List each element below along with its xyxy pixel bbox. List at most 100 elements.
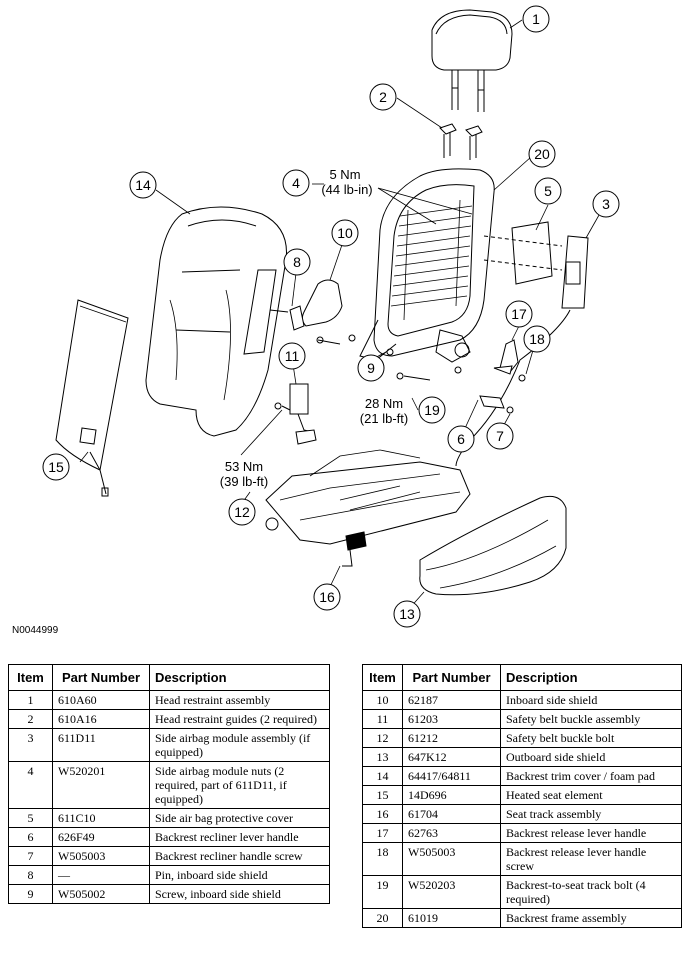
item-cell: 11 [362,709,403,729]
part-number-cell: 647K12 [402,747,501,767]
callout-3: 3 [592,190,620,218]
callout-16: 16 [313,583,341,611]
part-number-cell: 610A60 [52,690,150,710]
description-cell: Side air bag protective cover [149,808,330,828]
description-cell: Backrest frame assembly [500,908,682,928]
svg-text:20: 20 [534,146,550,162]
outboard-side-shield [419,495,567,596]
torque-labels: 5 Nm (44 lb-in) 28 Nm (21 lb-ft) 53 Nm (… [220,167,408,489]
svg-text:1: 1 [532,11,540,27]
exploded-seat-diagram: 1 2 3 4 5 6 7 8 9 10 11 12 13 14 15 16 1… [42,5,620,628]
description-cell: Backrest recliner handle screw [149,846,330,866]
part-number-cell: — [52,865,150,885]
part-number-cell: W505003 [52,846,150,866]
safety-belt-buckle [274,383,317,445]
description-cell: Backrest release lever handle screw [500,842,682,876]
part-number-cell: W520201 [52,761,150,809]
callout-13: 13 [393,600,421,628]
part-number-cell: 611C10 [52,808,150,828]
description-cell: Safety belt buckle assembly [500,709,682,729]
svg-text:3: 3 [602,196,610,212]
head-restraint-guides [439,123,483,160]
callout-6: 6 [447,425,475,453]
callout-7: 7 [486,422,514,450]
callout-19: 19 [418,396,446,424]
part-number-cell: W505003 [402,842,501,876]
item-cell: 12 [362,728,403,748]
item-cell: 19 [362,875,403,909]
callout-9: 9 [357,354,385,382]
svg-text:2: 2 [379,89,387,105]
torque-4-lbin: (44 lb-in) [321,182,372,197]
item-cell: 16 [362,804,403,824]
item-cell: 17 [362,823,403,843]
description-cell: Head restraint guides (2 required) [149,709,330,729]
svg-text:15: 15 [48,459,64,475]
svg-text:11: 11 [285,348,300,364]
header-part-number: Part Number [52,664,150,691]
description-cell: Safety belt buckle bolt [500,728,682,748]
description-cell: Outboard side shield [500,747,682,767]
description-cell: Screw, inboard side shield [149,884,330,904]
header-description: Description [500,664,682,691]
inboard-side-shield [269,279,343,331]
part-number-cell: 626F49 [52,827,150,847]
header-description: Description [149,664,330,691]
side-airbag-module [455,235,589,467]
callout-1: 1 [522,5,550,33]
table-row: 8—Pin, inboard side shield [8,865,330,885]
fasteners [316,334,462,381]
backrest-frame [359,168,495,363]
header-item: Item [362,664,403,691]
item-cell: 4 [8,761,53,809]
callout-17: 17 [505,300,533,328]
callout-2: 2 [369,83,397,111]
description-cell: Head restraint assembly [149,690,330,710]
torque-19-lbft: (21 lb-ft) [360,411,408,426]
svg-text:16: 16 [319,589,335,605]
svg-text:12: 12 [234,504,250,520]
description-cell: Backrest-to-seat track bolt (4 required) [500,875,682,909]
item-cell: 1 [8,690,53,710]
seat-track-assembly [265,449,471,567]
svg-text:14: 14 [135,177,151,193]
callout-10: 10 [331,219,359,247]
svg-text:7: 7 [496,428,504,444]
part-number-cell: 61212 [402,728,501,748]
torque-12-nm: 53 Nm [225,459,263,474]
svg-text:17: 17 [511,306,527,322]
part-number-cell: W505002 [52,884,150,904]
item-cell: 3 [8,728,53,762]
part-number-cell: 62187 [402,690,501,710]
figure-id: N0044999 [12,625,59,636]
svg-text:19: 19 [424,402,440,418]
description-cell: Backrest release lever handle [500,823,682,843]
description-cell: Backrest recliner lever handle [149,827,330,847]
item-cell: 5 [8,808,53,828]
callout-11: 11 [278,342,306,370]
heated-seat-element [55,299,129,497]
svg-text:13: 13 [399,606,415,622]
svg-text:4: 4 [292,175,300,191]
part-number-cell: 610A16 [52,709,150,729]
svg-text:8: 8 [293,254,301,270]
item-cell: 9 [8,884,53,904]
item-cell: 20 [362,908,403,928]
head-restraint [431,9,513,112]
side-airbag-protective-cover [511,221,553,285]
part-number-cell: 61203 [402,709,501,729]
backrest-release-lever [493,339,526,382]
